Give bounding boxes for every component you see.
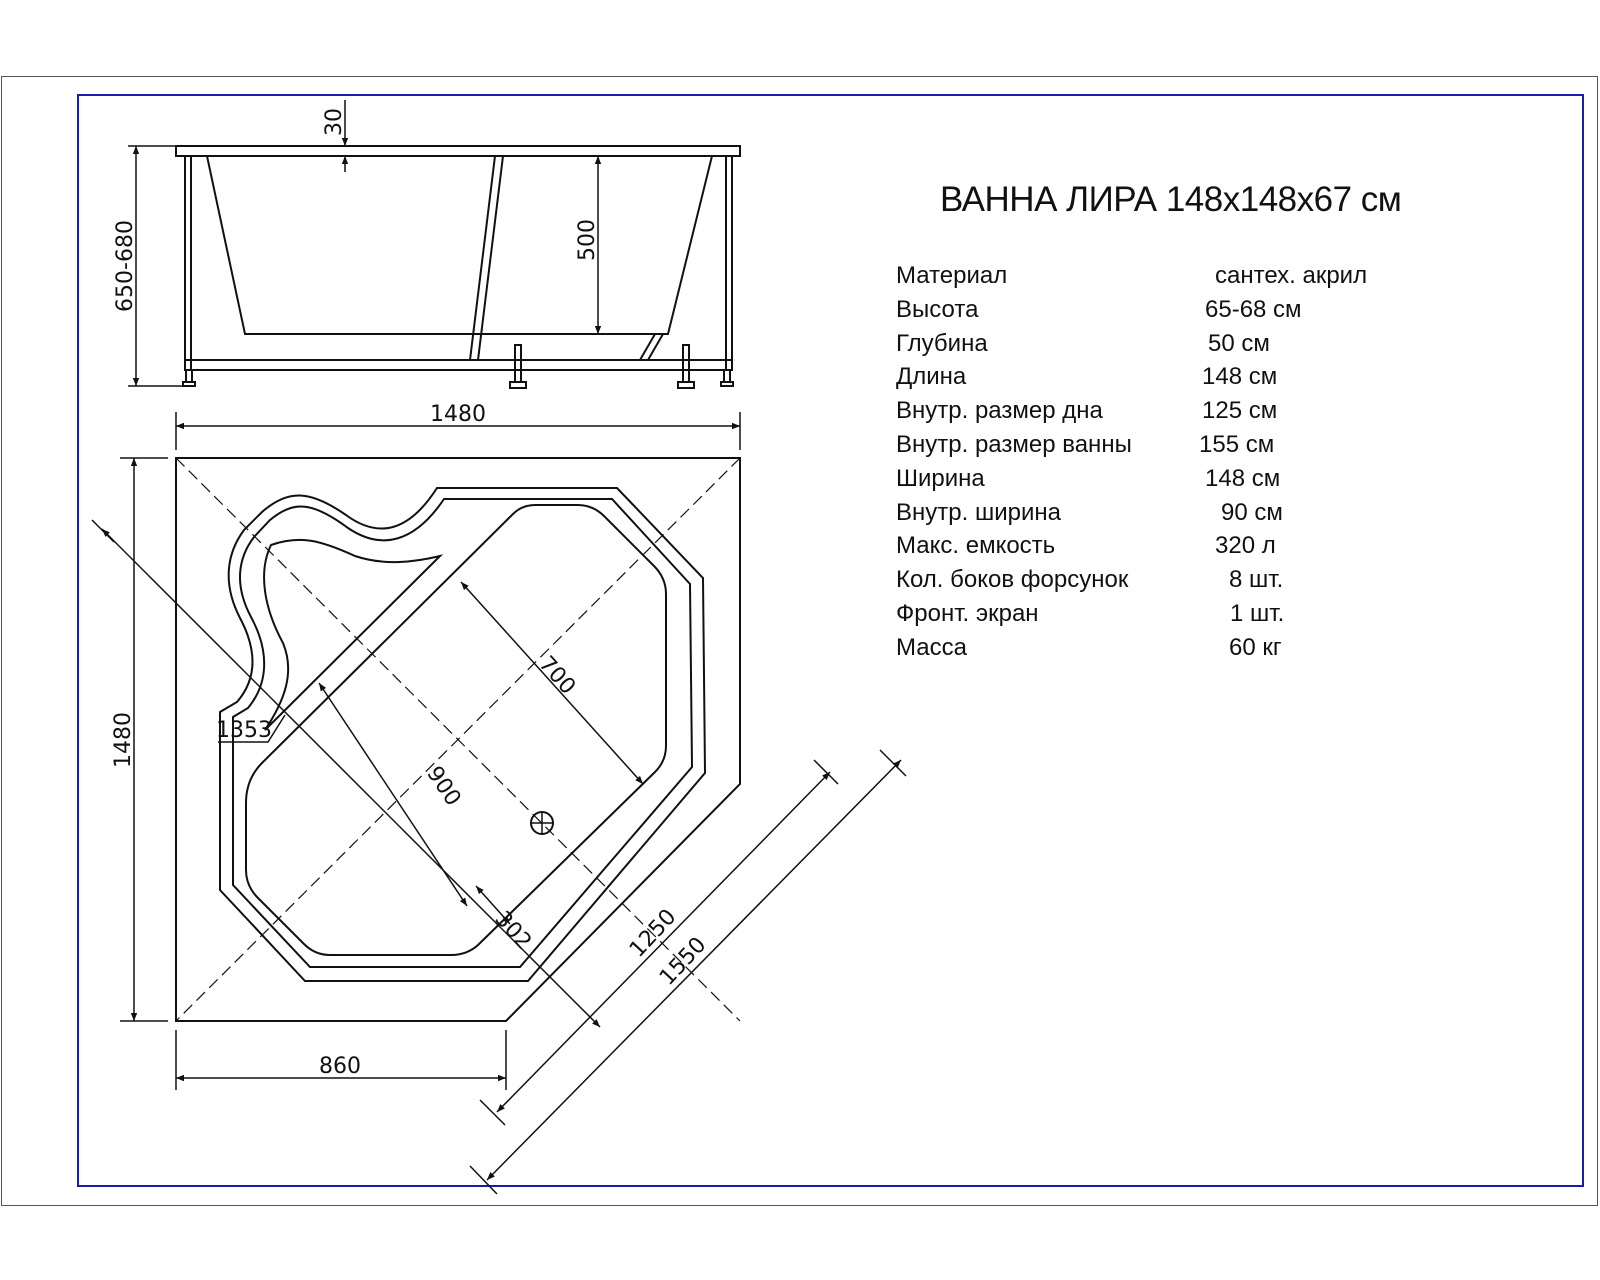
spec-value: 155 см — [1199, 430, 1275, 458]
spec-label: Материал — [896, 262, 1008, 289]
spec-value: сантех. акрил — [1215, 262, 1368, 289]
side-view — [175, 145, 741, 389]
spec-value: 1 шт. — [1230, 599, 1285, 627]
spec-label: Макс. емкость — [896, 532, 1056, 560]
page-title: ВАННА ЛИРА 148х148х67 см — [940, 180, 1402, 219]
spec-value: 148 см — [1202, 363, 1278, 391]
dim-diagonal-inner: 1353 — [216, 718, 272, 743]
dim-small-offset: 302 — [489, 907, 536, 955]
dim-depth: 500 — [575, 219, 600, 261]
spec-label: Внутр. размер ванны — [896, 430, 1132, 458]
tub-profile — [206, 155, 713, 335]
spec-label: Ширина — [896, 464, 985, 492]
rim-outer-contour — [219, 487, 707, 982]
dim-front-edge: 860 — [319, 1054, 361, 1079]
spec-value: 320 л — [1215, 532, 1276, 560]
drawing-frame — [77, 94, 1584, 1187]
spec-value: 125 см — [1202, 397, 1278, 425]
spec-value: 60 кг — [1229, 633, 1282, 661]
spec-value: 65-68 см — [1205, 295, 1302, 323]
spec-label: Фронт. экран — [896, 599, 1039, 627]
dim-rim-thickness: 30 — [322, 108, 347, 136]
spec-label: Внутр. размер дна — [896, 397, 1103, 425]
spec-label: Масса — [896, 633, 967, 661]
dim-side-length: 1480 — [111, 712, 136, 768]
seat-contour — [263, 538, 444, 731]
side-view-dimensions — [128, 100, 602, 387]
spec-value: 148 см — [1205, 464, 1281, 492]
dim-top-width: 1480 — [430, 402, 486, 427]
spec-label: Длина — [896, 363, 967, 391]
plan-view-dimensions — [91, 412, 907, 1195]
spec-label: Кол. боков форсунок — [896, 566, 1129, 594]
spec-label: Глубина — [896, 329, 988, 357]
spec-label: Высота — [896, 295, 979, 323]
dim-inner-length: 700 — [533, 652, 580, 700]
bath-bottom-contour — [245, 504, 667, 956]
rim-inner-contour — [232, 498, 694, 968]
spec-value: 90 см — [1221, 498, 1283, 526]
outer-frame — [1, 76, 1598, 1206]
base-frame — [184, 359, 733, 371]
spec-label: Внутр. ширина — [896, 498, 1061, 526]
spec-value: 8 шт. — [1229, 566, 1284, 594]
rim — [175, 145, 741, 157]
dim-total-height: 650-680 — [113, 220, 138, 312]
spec-value: 50 см — [1208, 329, 1270, 357]
